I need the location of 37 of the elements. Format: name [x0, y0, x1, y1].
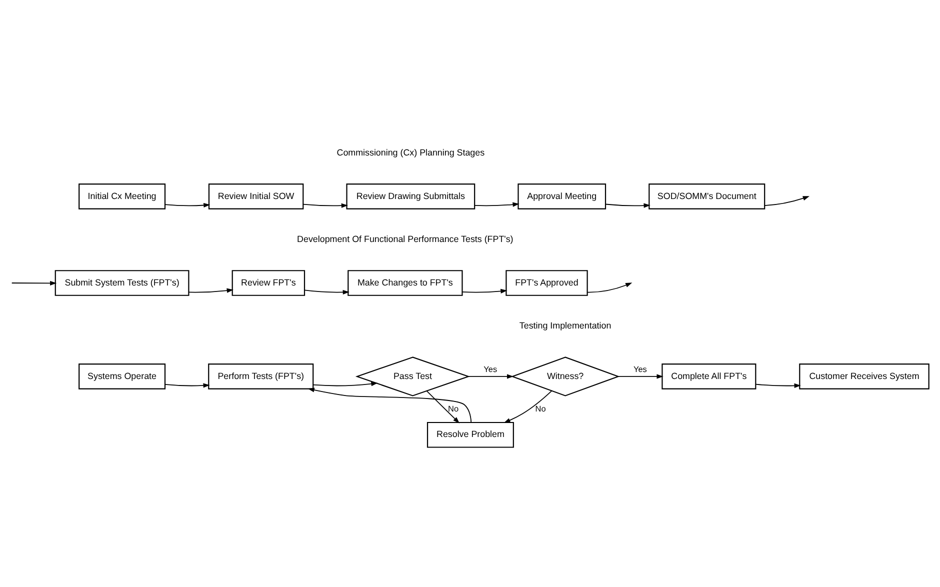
node-box: Customer Receives System — [799, 363, 930, 389]
arrow — [164, 202, 210, 208]
node-diamond: Pass Test — [355, 356, 470, 396]
node-box: Initial Cx Meeting — [78, 183, 166, 209]
arrow — [426, 390, 460, 423]
node-box: Submit System Tests (FPT's) — [54, 270, 190, 296]
node-box: SOD/SOMM's Document — [648, 183, 766, 209]
node-box: Review Initial SOW — [208, 183, 304, 209]
arrow — [474, 202, 520, 206]
arrow — [11, 280, 57, 285]
arrow — [462, 288, 508, 293]
node-box: Approval Meeting — [518, 183, 606, 209]
arrow — [188, 288, 234, 292]
label: Development Of Functional Performance Tests (FPT's) — [297, 234, 514, 244]
arrow — [756, 382, 801, 388]
arrow — [586, 282, 632, 292]
arrow — [764, 196, 810, 206]
arrow — [605, 202, 650, 208]
arrow — [312, 381, 378, 386]
arrow — [304, 289, 350, 294]
node-box: FPT's Approved — [506, 270, 588, 296]
arrow — [468, 374, 514, 378]
node-box: Make Changes to FPT's — [348, 270, 463, 296]
node-box: Review FPT's — [232, 270, 306, 296]
arrow — [302, 202, 348, 208]
arrow — [308, 387, 472, 422]
node-diamond: Witness? — [510, 356, 620, 396]
node-box: Perform Tests (FPT's) — [208, 363, 314, 389]
label: Commissioning (Cx) Planning Stages — [336, 146, 485, 157]
node-box: Systems Operate — [78, 363, 166, 389]
arrow — [504, 390, 552, 423]
node-box: Complete All FPT's — [662, 363, 756, 389]
arrow — [618, 374, 664, 378]
node-box: Review Drawing Submittals — [346, 183, 476, 209]
node-box: Resolve Problem — [426, 421, 514, 448]
arrow — [164, 382, 210, 388]
label: Testing Implementation — [519, 320, 612, 330]
